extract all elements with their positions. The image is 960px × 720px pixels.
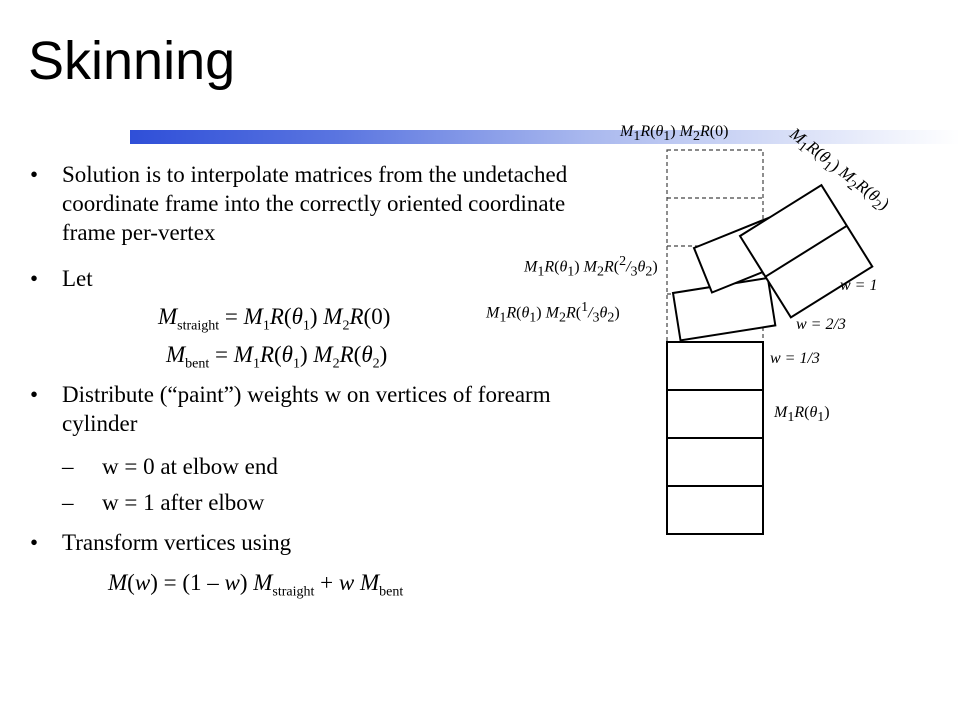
- label-upper-arm-frame: M1R(θ1): [774, 404, 830, 426]
- label-w1: w = 1: [840, 277, 878, 294]
- equation-m-w: M(w) = (1 – w) Mstraight + w Mbent: [108, 570, 404, 600]
- dash-marker: –: [62, 490, 74, 515]
- bullet-dot: •: [30, 530, 39, 555]
- bullet-transform: • Transform vertices using: [30, 528, 292, 557]
- label-w13: w = 1/3: [770, 350, 820, 367]
- subitem-w0-text: w = 0 at elbow end: [102, 454, 278, 479]
- title-underline-bar: [130, 130, 960, 144]
- subitem-w1: – w = 1 after elbow: [62, 488, 265, 517]
- equation-m-bent: Mbent = M1R(θ1) M2R(θ2): [166, 342, 388, 372]
- subitem-w1-text: w = 1 after elbow: [102, 490, 265, 515]
- bullet-distribute-text: Distribute (“paint”) weights w on vertic…: [62, 382, 551, 436]
- bullet-dot: •: [30, 162, 39, 187]
- label-straight-frame: M1R(θ1) M2R(0): [620, 123, 729, 145]
- bullet-distribute: • Distribute (“paint”) weights w on vert…: [30, 380, 562, 438]
- bullet-let: • Let: [30, 264, 93, 293]
- segment-w1: [738, 183, 874, 319]
- bullet-transform-text: Transform vertices using: [62, 530, 292, 555]
- label-two-thirds-frame: M1R(θ1) M2R(2/3θ2): [524, 254, 658, 280]
- bullet-let-text: Let: [62, 266, 93, 291]
- subitem-w0: – w = 0 at elbow end: [62, 452, 278, 481]
- dash-marker: –: [62, 454, 74, 479]
- bullet-solution-text: Solution is to interpolate matrices from…: [62, 162, 568, 245]
- label-w23: w = 2/3: [796, 316, 846, 333]
- bullet-dot: •: [30, 266, 39, 291]
- label-one-third-frame: M1R(θ1) M2R(1/3θ2): [486, 300, 620, 326]
- bullet-solution: • Solution is to interpolate matrices fr…: [30, 160, 582, 247]
- bullet-dot: •: [30, 382, 39, 407]
- upper-arm-segments: [666, 341, 764, 535]
- equation-m-straight: Mstraight = M1R(θ1) M2R(0): [158, 304, 391, 334]
- slide-title: Skinning: [28, 31, 236, 91]
